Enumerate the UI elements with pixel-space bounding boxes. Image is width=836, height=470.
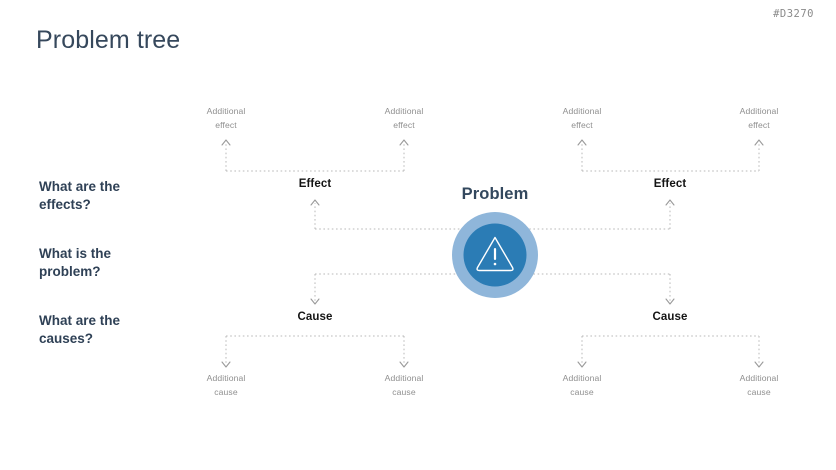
question-effects-line1: What are the (39, 179, 121, 194)
node-line2: cause (747, 386, 771, 397)
page-title: Problem tree (36, 26, 181, 54)
node-additional-effect-2[interactable]: Additional effect (385, 105, 424, 132)
question-label-problem: What is the problem? (39, 245, 209, 281)
node-line2: effect (748, 119, 770, 130)
node-additional-effect-4[interactable]: Additional effect (740, 105, 779, 132)
node-line1: Additional (206, 106, 246, 116)
node-line1: Additional (206, 373, 246, 383)
node-line1: Additional (739, 373, 779, 383)
node-line1: Additional (384, 106, 424, 116)
node-line1: Additional (739, 106, 779, 116)
node-effect-right[interactable]: Effect (653, 178, 687, 190)
question-problem-line2: problem? (39, 264, 101, 279)
question-causes-line1: What are the (39, 313, 121, 328)
node-cause-right[interactable]: Cause (652, 311, 688, 323)
problem-label: Problem (461, 185, 529, 203)
node-effect-left[interactable]: Effect (298, 178, 332, 190)
node-line2: cause (570, 386, 594, 397)
warning-triangle-icon[interactable] (452, 212, 538, 298)
document-code: #D3270 (773, 8, 814, 20)
node-additional-cause-2[interactable]: Additional cause (385, 372, 424, 399)
node-line1: Additional (562, 106, 602, 116)
question-causes-line2: causes? (39, 331, 94, 346)
node-line1: Additional (562, 373, 602, 383)
node-line2: effect (215, 119, 237, 130)
question-problem-line1: What is the (39, 246, 112, 261)
node-line2: effect (571, 119, 593, 130)
node-line2: effect (393, 119, 415, 130)
node-additional-cause-4[interactable]: Additional cause (740, 372, 779, 399)
question-label-causes: What are the causes? (39, 312, 209, 348)
node-cause-left[interactable]: Cause (297, 311, 333, 323)
node-line2: cause (392, 386, 416, 397)
node-line2: cause (214, 386, 238, 397)
node-additional-effect-1[interactable]: Additional effect (207, 105, 246, 132)
node-additional-effect-3[interactable]: Additional effect (563, 105, 602, 132)
question-effects-line2: effects? (39, 197, 91, 212)
question-label-effects: What are the effects? (39, 178, 209, 214)
node-additional-cause-1[interactable]: Additional cause (207, 372, 246, 399)
node-line1: Additional (384, 373, 424, 383)
node-additional-cause-3[interactable]: Additional cause (563, 372, 602, 399)
